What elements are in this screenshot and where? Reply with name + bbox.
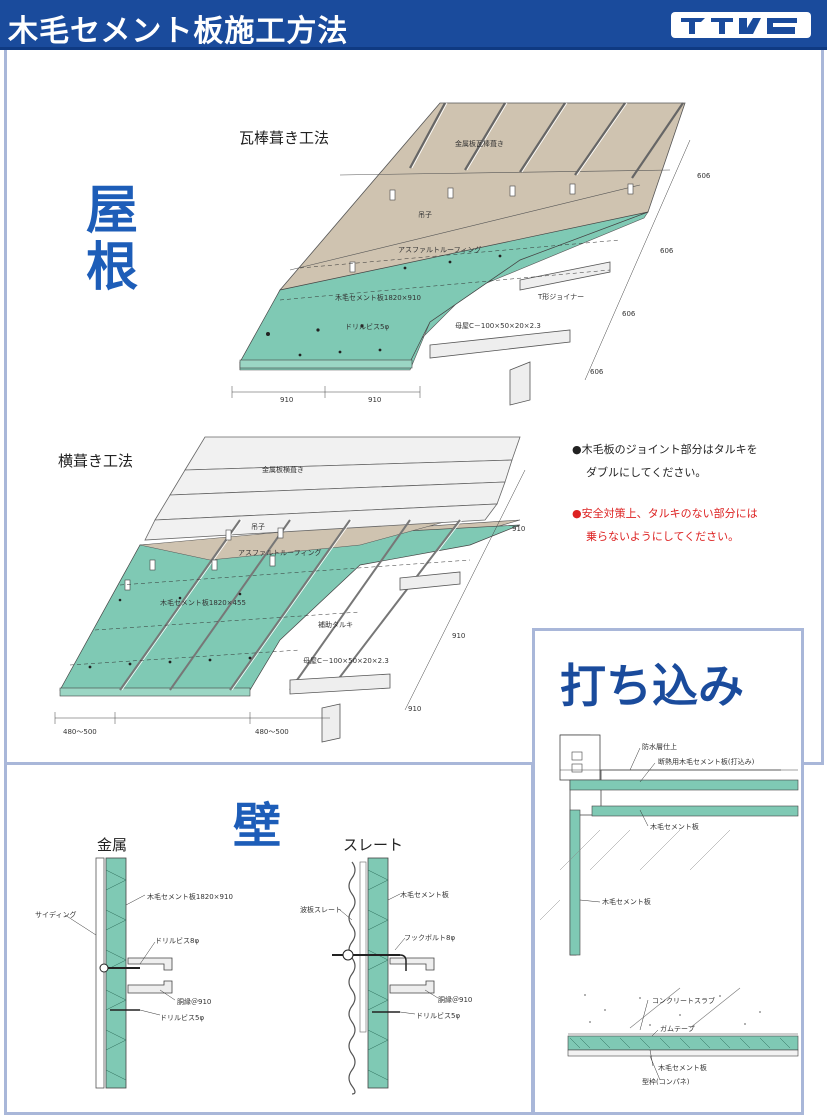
roof2-board-label: 木毛セメント板1820×455 [160,599,246,607]
roof2-dim-d2: 910 [452,632,466,640]
roof2-hanger-label: 吊子 [251,523,265,531]
insert-insulation-label: 断熱用木毛セメント板(打込み) [658,758,755,766]
notice-safety-line2: 乗らないようにしてください。 [586,530,740,543]
insert-board3-label: 木毛セメント板 [658,1064,707,1072]
insert-waterproof-label: 防水層仕上 [642,743,677,751]
wall-section-label: 壁 [233,798,282,854]
roof1-dim-w1: 910 [280,396,294,404]
roof2-metal-label: 金属板横葺き [262,466,304,474]
roof1-screw-label: ドリルビス5φ [345,323,390,331]
roof1-asphalt-label: アスファルトルーフィング [398,246,482,254]
roof2-dim-w2: 480～500 [255,728,289,736]
page-header: 木毛セメント板施工方法 [0,0,827,50]
roof2-support-label: 補助タルキ [318,621,353,629]
wall-slate-purlin-label: 胴縁＠910 [438,996,473,1004]
wall-metal-title: 金属 [97,836,128,854]
roof1-dim-d1: 606 [697,172,711,180]
insert-board2-label: 木毛セメント板 [602,898,651,906]
wall-metal-screw1-label: ドリルビス8φ [155,937,200,945]
notice-safety: ●安全対策上、タルキのない部分には 乗らないようにしてください。 [572,502,812,548]
roof1-dim-d3: 606 [622,310,636,318]
wall-metal-screw2-label: ドリルビス5φ [160,1014,205,1022]
wall-slate-hook-label: フックボルト8φ [404,934,456,942]
wall-slate-sheet-label: 木毛セメント板 [400,891,449,899]
wall-metal-siding-label: サイディング [35,911,77,919]
roof-section-frame [4,50,824,765]
roof1-dim-d2: 606 [660,247,674,255]
wall-metal-sheet-label: 木毛セメント板1820×910 [147,893,233,901]
roof2-purlin-label: 母屋C－100×50×20×2.3 [303,657,389,665]
insert-section-label: 打ち込み [560,659,744,713]
wall-slate-screw-label: ドリルビス5φ [416,1012,461,1020]
roof1-hanger-label: 吊子 [418,211,432,219]
notice-joint: ●木毛板のジョイント部分はタルキを ダブルにしてください。 [572,438,812,484]
wall-slate-title: スレート [343,836,404,854]
roof1-dim-w2: 910 [368,396,382,404]
insert-slab-label: コンクリートスラブ [652,997,715,1005]
roof2-dim-d1: 910 [512,525,526,533]
roof2-dim-d3: 910 [408,705,422,713]
roof-method2-title: 横葺き工法 [58,452,134,470]
roof2-asphalt-label: アスファルトルーフィング [238,549,322,557]
roof1-joist-label: T形ジョイナー [538,293,585,301]
wall-metal-purlin-label: 胴縁＠910 [177,998,212,1006]
roof1-metal-label: 金属板瓦棒葺き [455,140,504,148]
roof-section-label: 屋根 [85,181,138,298]
notice-joint-line1: ●木毛板のジョイント部分はタルキを [572,443,758,456]
insert-board1-label: 木毛セメント板 [650,823,699,831]
page-title: 木毛セメント板施工方法 [8,14,349,49]
roof1-dim-d4: 606 [590,368,604,376]
notice-joint-line2: ダブルにしてください。 [586,466,707,479]
insert-form-label: 型枠(コンパネ) [642,1078,690,1086]
company-logo [671,12,811,38]
roof1-purlin-label: 母屋C－100×50×20×2.3 [455,322,541,330]
wall-slate-slate-label: 波板スレート [300,906,342,914]
roof-method1-title: 瓦棒葺き工法 [239,129,330,147]
insert-tape-label: ガムテープ [660,1025,695,1033]
roof2-dim-w1: 480～500 [63,728,97,736]
roof1-board-label: 木毛セメント板1820×910 [335,294,421,302]
notice-safety-line1: ●安全対策上、タルキのない部分には [572,507,758,520]
